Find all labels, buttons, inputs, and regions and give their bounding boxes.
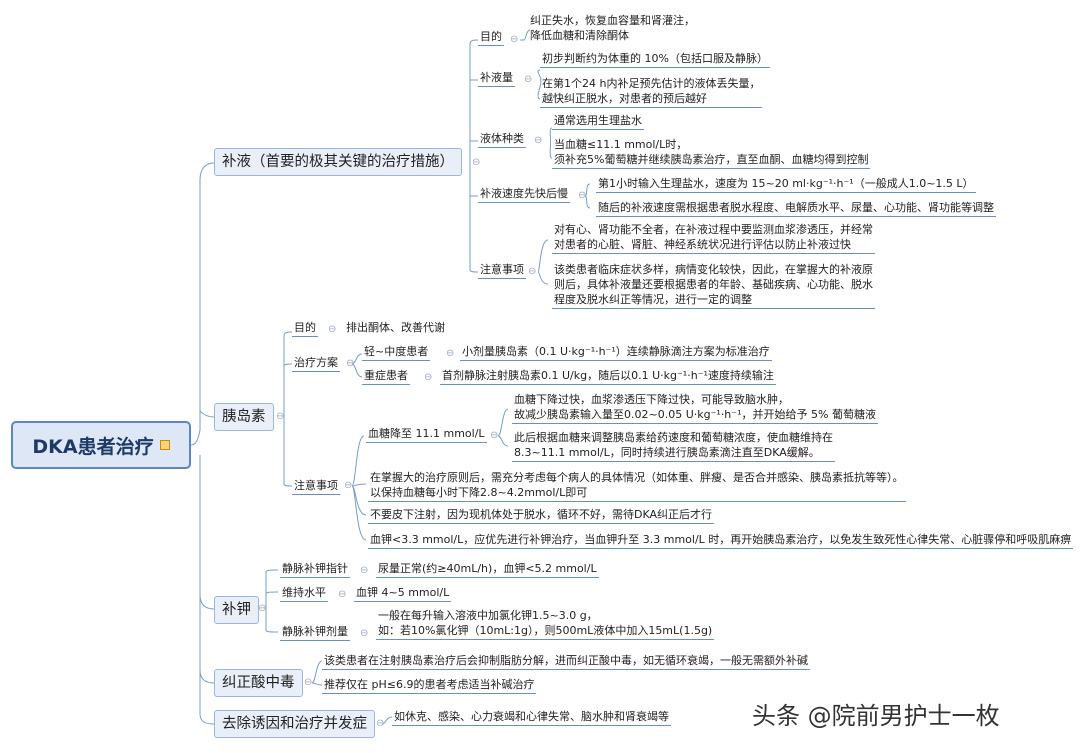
collapse-icon[interactable]: ⊖ [346,358,355,369]
collapse-icon[interactable]: ⊖ [534,135,543,146]
collapse-icon[interactable]: ⊖ [360,565,369,576]
collapse-icon[interactable]: ⊖ [490,430,499,441]
buye-liang[interactable]: 补液量 [478,70,515,87]
yds-zhuyi-4: 血钾<3.3 mmol/L，应优先进行补钾治疗，当血钾升至 3.3 mmol/L… [368,532,1074,549]
collapse-icon[interactable]: ⊖ [578,190,587,201]
buye-yeti-2: 当血糖≤11.1 mmol/L时， 须补充5%葡萄糖并继续胰岛素治疗，直至血酮、… [552,137,871,169]
bj-zhizhen[interactable]: 静脉补钾指针 [280,561,350,578]
collapse-icon[interactable]: ⊖ [304,677,313,688]
yy-t1: 如休克、感染、心力衰竭和心律失常、脑水肿和肾衰竭等 [392,709,671,726]
yds-zhong[interactable]: 重症患者 [362,368,410,385]
buye-mudi-text: 纠正失水，恢复血容量和肾灌注， 降低血糖和清除酮体 [530,14,695,42]
buye-yeti[interactable]: 液体种类 [478,131,526,148]
yds-mudi[interactable]: 目的 [292,320,318,337]
bj-jiliang[interactable]: 静脉补钾剂量 [280,624,350,641]
buye-sudu[interactable]: 补液速度先快后慢 [478,186,570,203]
bj-jiliang-text: 一般在每升输入溶液中加氯化钾1.5~3.0 g， 如：若10%氯化钾（10mL:… [376,608,715,640]
buye-zhuyi-2: 该类患者临床症状多样，病情变化较快，因此，在掌握大的补液原 则后，具体补液量还要… [552,262,875,309]
collapse-icon[interactable]: ⊖ [344,480,353,491]
collapse-icon[interactable]: ⊖ [328,324,337,335]
bj-weichi[interactable]: 维持水平 [280,585,328,602]
branch-suanzhongdu[interactable]: 纠正酸中毒 [214,669,303,697]
yds-fangan[interactable]: 治疗方案 [292,355,340,372]
branch-buye-label: 补液（首要的极其关键的治疗措施） [222,154,454,170]
buye-sudu-1: 第1小时输入生理盐水，速度为 15~20 ml·kg⁻¹·h⁻¹（一般成人1.0… [596,176,976,193]
buye-liang-1: 初步判断约为体重的 10%（包括口服及静脉） [540,51,770,68]
collapse-icon[interactable]: ⊖ [276,411,285,422]
collapse-icon[interactable]: ⊖ [258,603,267,614]
buye-zhuyi-1: 对有心、肾功能不全者，在补液过程中要监测血浆渗透压，并经常 对患者的心脏、肾脏、… [552,222,875,254]
branch-youyin-label: 去除诱因和治疗并发症 [222,716,367,732]
branch-buye[interactable]: 补液（首要的极其关键的治疗措施） [214,148,462,176]
collapse-icon[interactable]: ⊖ [524,74,533,85]
watermark: 头条 @院前男护士一枚 [752,702,1000,730]
collapse-icon[interactable]: ⊖ [510,34,519,45]
buye-sudu-2: 随后的补液速度需根据患者脱水程度、电解质水平、尿量、心功能、肾功能等调整 [596,200,996,217]
buye-yeti-1: 通常选用生理盐水 [552,113,644,130]
yds-zhong-text: 首剂静脉注射胰岛素0.1 U/kg，随后以0.1 U·kg⁻¹·h⁻¹速度持续输… [440,368,776,385]
note-icon[interactable] [159,440,170,450]
collapse-icon[interactable]: ⊖ [376,718,385,729]
buye-zhuyi[interactable]: 注意事项 [478,262,526,279]
yds-xuetang-2: 此后根据血糖来调整胰岛素给药速度和葡萄糖浓度，使血糖维持在 8.3~11.1 m… [512,430,835,462]
collapse-icon[interactable]: ⊖ [360,628,369,639]
yds-qing-text: 小剂量胰岛素（0.1 U·kg⁻¹·h⁻¹）连续静脉滴注方案为标准治疗 [460,344,772,361]
yds-zhuyi-3: 不要皮下注射，因为现机体处于脱水，循环不好，需待DKA纠正后才行 [368,507,715,524]
root-label: DKA患者治疗 [32,435,154,458]
szd-t1: 该类患者在注射胰岛素治疗后会抑制脂肪分解，进而纠正酸中毒，如无循环衰竭，一般无需… [322,653,810,670]
branch-yidaosu-label: 胰岛素 [222,409,266,425]
branch-bujia-label: 补钾 [222,602,251,618]
yds-zhuyi-2: 在掌握大的治疗原则后，需充分考虑每个病人的具体情况（如体重、胖瘦、是否合并感染、… [368,470,906,502]
buye-mudi[interactable]: 目的 [478,29,504,46]
bj-weichi-text: 血钾 4~5 mmol/L [354,585,452,602]
collapse-icon[interactable]: ⊖ [338,589,347,600]
bj-zhizhen-text: 尿量正常(约≥40mL/h)，血钾<5.2 mmol/L [376,561,599,578]
yds-mudi-text: 排出酮体、改善代谢 [346,321,445,334]
yds-qing[interactable]: 轻~中度患者 [362,344,431,361]
collapse-icon[interactable]: ⊖ [528,266,537,277]
yds-xuetang[interactable]: 血糖降至 11.1 mmol/L [366,426,487,443]
collapse-icon[interactable]: ⊖ [472,157,481,168]
szd-t2: 推荐仅在 pH≤6.9的患者考虑适当补碱治疗 [322,677,537,694]
branch-youyin[interactable]: 去除诱因和治疗并发症 [214,710,375,738]
yds-zhuyi[interactable]: 注意事项 [292,478,340,495]
buye-liang-2: 在第1个24 h内补足预先估计的液体丢失量， 越快纠正脱水，对患者的预后越好 [540,76,763,108]
collapse-icon[interactable]: ⊖ [446,348,455,359]
branch-suanzhongdu-label: 纠正酸中毒 [222,675,295,691]
yds-xuetang-1: 血糖下降过快，血浆渗透压下降过快，可能导致脑水肿， 故减少胰岛素输入量至0.02… [512,392,878,424]
branch-bujia[interactable]: 补钾 [214,596,259,624]
collapse-icon[interactable]: ⊖ [424,372,433,383]
branch-yidaosu[interactable]: 胰岛素 [214,403,274,431]
root-topic[interactable]: DKA患者治疗 [11,421,191,469]
